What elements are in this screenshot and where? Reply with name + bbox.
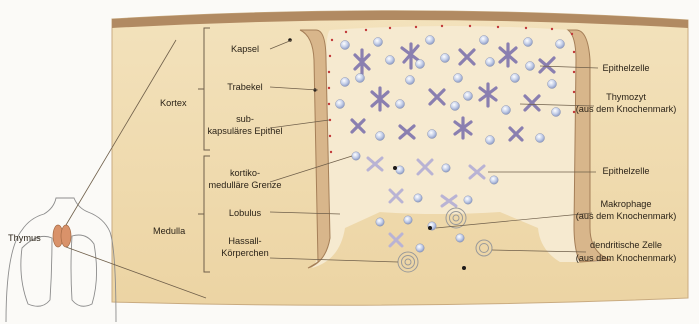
label-epithelzelle-medulla: Epithelzelle: [603, 166, 650, 176]
label-kapsel: Kapsel: [231, 44, 259, 54]
label-kortex: Kortex: [160, 98, 187, 108]
label-hassall-2: Körperchen: [221, 248, 269, 258]
label-thymus: Thymus: [8, 233, 41, 243]
thymus-inset: [6, 198, 116, 322]
label-grenze-2: medulläre Grenze: [208, 180, 281, 190]
lung-right: [71, 235, 97, 306]
label-medulla: Medulla: [153, 226, 186, 236]
label-thymozyt-2: (aus dem Knochenmark): [576, 104, 677, 114]
label-grenze-1: kortiko-: [230, 168, 260, 178]
body-outline: [6, 198, 116, 322]
label-trabekel: Trabekel: [227, 82, 262, 92]
lung-left: [21, 236, 52, 306]
label-epithelzelle-kortex: Epithelzelle: [603, 63, 650, 73]
label-subkapsulaeres-2: kapsuläres Epithel: [207, 126, 282, 136]
thymus-organ: [53, 225, 71, 247]
label-thymozyt-1: Thymozyt: [606, 92, 646, 102]
label-dendritisch-1: dendritische Zelle: [590, 240, 662, 250]
label-dendritisch-2: (aus dem Knochenmark): [576, 253, 677, 263]
label-makrophage-1: Makrophage: [600, 199, 651, 209]
label-subkapsulaeres-1: sub-: [236, 114, 254, 124]
label-hassall-1: Hassall-: [228, 236, 261, 246]
label-makrophage-2: (aus dem Knochenmark): [576, 211, 677, 221]
label-lobulus: Lobulus: [229, 208, 262, 218]
